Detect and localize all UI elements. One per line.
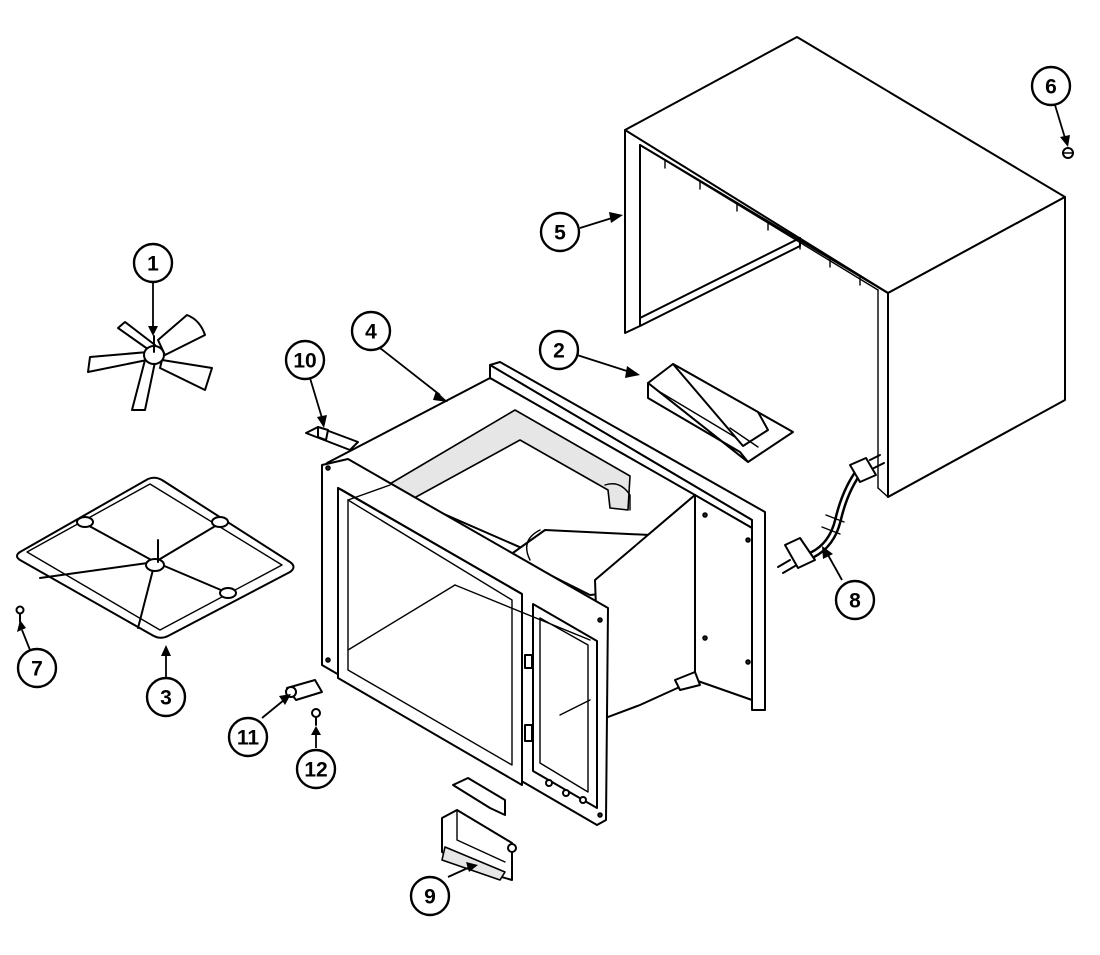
callout-1-label: 1 xyxy=(147,253,159,276)
callout-7: 7 xyxy=(16,647,58,689)
callout-12: 12 xyxy=(295,748,337,790)
screw-7-part xyxy=(15,605,25,623)
callout-8: 8 xyxy=(834,579,876,621)
callout-8-label: 8 xyxy=(849,590,861,613)
callout-2: 2 xyxy=(538,329,580,371)
callout-4-label: 4 xyxy=(365,321,377,344)
callout-6-label: 6 xyxy=(1045,76,1057,99)
callout-2-label: 2 xyxy=(553,340,565,363)
fan-blade-part xyxy=(87,314,213,411)
latch-bracket-part xyxy=(441,777,517,881)
callout-1: 1 xyxy=(132,242,174,284)
callout-9: 9 xyxy=(409,875,451,917)
duct-part xyxy=(647,363,794,463)
callout-10: 10 xyxy=(284,339,326,381)
callout-3-label: 3 xyxy=(160,687,172,710)
callout-4: 4 xyxy=(350,310,392,352)
callout-9-label: 9 xyxy=(424,886,436,909)
callout-5-label: 5 xyxy=(554,222,566,245)
callout-5: 5 xyxy=(539,211,581,253)
callout-7-label: 7 xyxy=(31,658,43,681)
callout-10-label: 10 xyxy=(293,350,316,373)
callout-12-label: 12 xyxy=(304,759,327,782)
callout-6: 6 xyxy=(1030,65,1072,107)
power-cord-part xyxy=(777,454,885,574)
stirrer-rack-part xyxy=(16,476,295,639)
cavity-part xyxy=(321,361,766,826)
screw-6-part xyxy=(1062,147,1074,159)
callout-11-label: 11 xyxy=(237,727,260,750)
callout-11: 11 xyxy=(227,716,269,758)
clip-part xyxy=(305,426,359,451)
callout-3: 3 xyxy=(145,676,187,718)
screw-12-part xyxy=(311,708,321,726)
bracket-part xyxy=(285,679,323,701)
leader-lines xyxy=(17,104,1070,878)
outer-wrapper-part xyxy=(624,36,1066,498)
